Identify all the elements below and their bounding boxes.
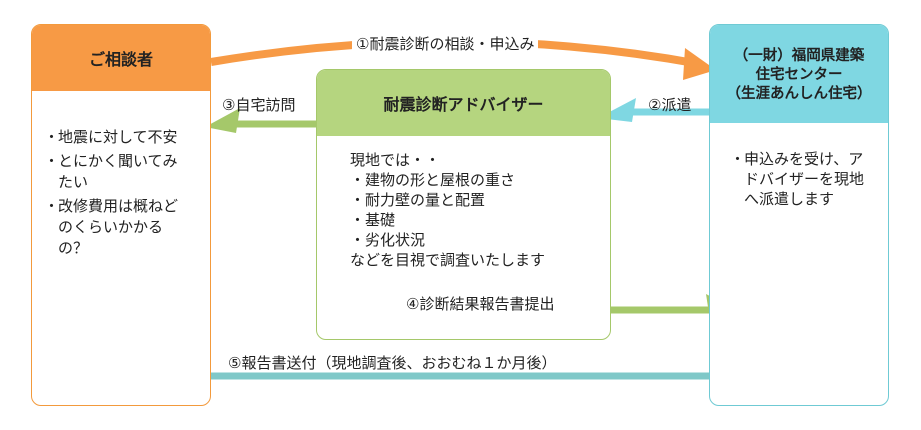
center-description: ・ 申込みを受け、アドバイザーを現地へ派遣します: [710, 123, 888, 209]
concern-item: ・ 改修費用は概ねどのくらいかかるの？: [44, 197, 179, 257]
arrow-step1-head: [683, 48, 716, 80]
advisor-item: ・耐力壁の量と配置: [350, 191, 486, 209]
advisor-title: 耐震診断アドバイザー: [317, 70, 610, 136]
center-title: （一財）福岡県建築 住宅センター （生涯あんしん住宅）: [710, 25, 888, 123]
center-text: 申込みを受け、アドバイザーを現地へ派遣します: [744, 150, 865, 208]
advisor-item: ・劣化状況: [350, 231, 426, 249]
advisor-description: 現地では・・ ・建物の形と屋根の重さ ・耐力壁の量と配置 ・基礎 ・劣化状況 な…: [317, 136, 610, 270]
step3-label: ③自宅訪問: [222, 96, 296, 114]
consultant-concerns: ・ 地震に対して不安 ・ とにかく聞いてみたい ・ 改修費用は概ねどのくらいかか…: [32, 91, 210, 259]
consultant-box: ご相談者 ・ 地震に対して不安 ・ とにかく聞いてみたい ・ 改修費用は概ねどの…: [31, 24, 211, 406]
center-box: （一財）福岡県建築 住宅センター （生涯あんしん住宅） ・ 申込みを受け、アドバ…: [709, 24, 889, 406]
step2-label: ②派遣: [648, 96, 692, 114]
concern-item: ・ とにかく聞いてみたい: [44, 152, 178, 191]
advisor-outro: などを目視で調査いたします: [350, 251, 546, 269]
step5-label: ⑤報告書送付（現地調査後、おおむね１か月後）: [228, 354, 557, 372]
center-title-line2: 住宅センター: [755, 66, 843, 83]
step4-label: ④診断結果報告書提出: [406, 295, 555, 313]
center-title-line3: （生涯あんしん住宅）: [726, 85, 872, 102]
advisor-item: ・建物の形と屋根の重さ: [350, 171, 516, 189]
concern-item: ・ 地震に対して不安: [44, 128, 178, 146]
arrow-step3-head: [205, 108, 240, 133]
center-title-line1: （一財）福岡県建築: [733, 47, 865, 64]
advisor-item: ・基礎: [350, 211, 396, 229]
consultant-title: ご相談者: [32, 25, 210, 91]
advisor-box: 耐震診断アドバイザー 現地では・・ ・建物の形と屋根の重さ ・耐力壁の量と配置 …: [316, 69, 611, 340]
advisor-intro: 現地では・・: [350, 151, 441, 169]
step1-label: ①耐震診断の相談・申込み: [352, 34, 539, 54]
